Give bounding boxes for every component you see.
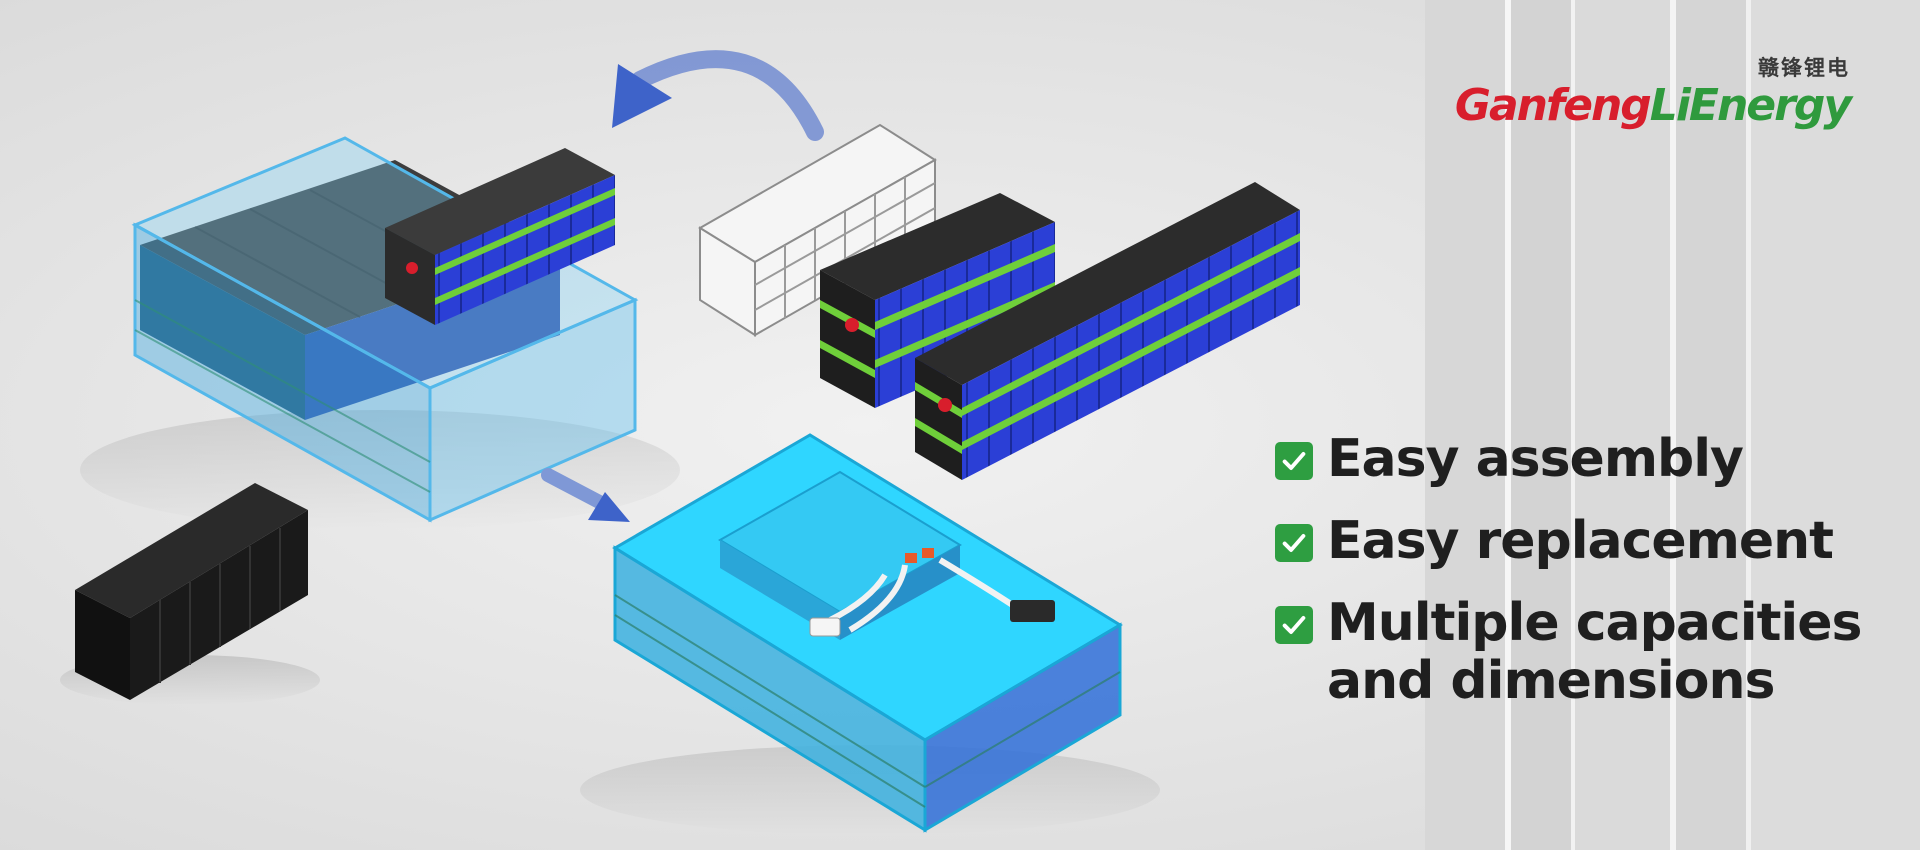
feature-item: Easy replacement [1275,512,1861,570]
check-mark-icon [1275,442,1313,480]
brand-logo: 赣锋锂电 GanfengLiEnergy [1455,52,1852,128]
background-stripes [1425,0,1920,850]
brand-name-en-part1: Ganfeng [1454,80,1652,131]
brand-name-en-part2: LiEnergy [1649,80,1852,131]
short-battery-module [820,193,1055,408]
feature-label: Easy assembly [1327,429,1744,489]
long-battery-module [915,182,1300,480]
feature-label-line-1: Multiple capacities [1327,593,1862,653]
lifted-module [385,148,615,325]
feature-item: Multiple capacities and dimensions [1275,593,1862,711]
brand-name-en: GanfengLiEnergy [1455,84,1852,128]
brand-name-cn: 赣锋锂电 [1758,56,1850,80]
curved-arrow-icon [612,50,824,141]
feature-list: Easy assembly Easy replacement Multiple … [1275,430,1862,734]
arrow-down-right-icon [541,468,630,522]
check-mark-icon [1275,524,1313,562]
assembled-battery-pack [580,433,1160,835]
feature-label: Easy replacement [1327,511,1834,571]
check-mark-icon [1275,606,1313,644]
black-battery-module [60,483,320,705]
feature-item: Easy assembly [1275,430,1861,488]
feature-label-line-2: and dimensions [1327,651,1775,711]
